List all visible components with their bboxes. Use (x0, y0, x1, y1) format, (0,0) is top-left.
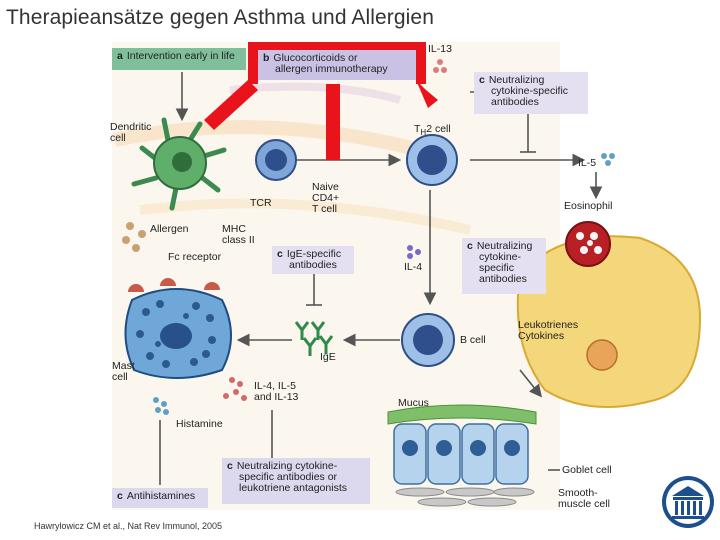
box-c-bottom-line1: Neutralizing cytokine- (236, 460, 338, 472)
label-leuko-line2: Cytokines (518, 330, 565, 342)
yellow-epithelial-cell (516, 235, 702, 409)
label-mucus: Mucus (398, 397, 429, 409)
slide-title: Therapieansätze gegen Asthma und Allergi… (6, 6, 434, 29)
label-leukotrienes-cytokines: Leukotrienes Cytokines (518, 320, 578, 342)
box-c-top-key: c (479, 74, 485, 86)
b-cell-nucleus (413, 325, 443, 355)
yellow-cell-nucleus (586, 339, 618, 371)
box-c-mid-line4: antibodies (479, 273, 527, 285)
box-c-top-line3: antibodies (491, 96, 539, 108)
label-th2-suffix: 2 cell (426, 123, 451, 135)
box-b-line2: allergen immunotherapy (275, 63, 388, 75)
label-th2-prefix: T (414, 123, 421, 135)
box-c-mid-key: c (467, 240, 473, 252)
smooth-muscle-cells (395, 487, 535, 507)
label-il-combo: IL-4, IL-5 and IL-13 (254, 381, 298, 403)
box-c-bottom-key: c (227, 460, 233, 472)
box-c-anti-key: c (117, 490, 123, 502)
box-b-line1: Glucocorticoids or (273, 52, 358, 64)
label-naive-line2: CD4+ (312, 192, 340, 204)
label-mhc-line1: MHC (222, 223, 246, 235)
box-c-top-line2: cytokine-specific (491, 85, 569, 97)
box-c-mid-line2: cytokine- (479, 251, 522, 263)
label-naive-line3: T cell (312, 203, 337, 215)
cytokine-dots (122, 59, 615, 415)
box-c-ige-line1: IgE-specific (286, 248, 342, 260)
label-mhc-line2: class II (222, 234, 255, 246)
ige-antibodies (294, 321, 334, 356)
mast-cell (124, 278, 232, 379)
th2-cell-nucleus (417, 145, 447, 175)
box-c-top-line1: Neutralizing (488, 74, 545, 86)
dendritic-cell (131, 117, 227, 211)
citation: Hawrylowicz CM et al., Nat Rev Immunol, … (34, 521, 223, 531)
label-smooth-line2: muscle cell (558, 498, 610, 510)
label-histamine: Histamine (176, 418, 223, 430)
label-leuko-line1: Leukotrienes (518, 319, 579, 331)
box-c-mid-line3: specific (479, 262, 515, 274)
box-a-key: a (117, 50, 123, 62)
box-c-bottom-line3: leukotriene antagonists (239, 482, 347, 494)
naive-t-cell-nucleus (265, 149, 287, 171)
label-dendritic-cell: Dendritic cell (110, 122, 151, 144)
label-tcr: TCR (250, 197, 272, 209)
label-il-combo-line2: and IL-13 (254, 391, 299, 403)
label-smooth-muscle: Smooth- muscle cell (558, 488, 610, 510)
label-dendritic-line1: Dendritic (110, 121, 152, 133)
goblet-cells (393, 423, 529, 485)
label-mhc-class-ii: MHC class II (222, 224, 255, 246)
label-th2-cell: TH2 cell (414, 124, 451, 138)
box-b-key: b (263, 52, 270, 64)
label-dendritic-line2: cell (110, 132, 126, 144)
label-fc-receptor: Fc receptor (168, 251, 222, 263)
box-c-ige-key: c (277, 248, 283, 260)
label-mast-line2: cell (112, 371, 128, 383)
box-c-bottom-line2: specific antibodies or (239, 471, 338, 483)
box-c-mid-line1: Neutralizing (476, 240, 533, 252)
eosinophil-granules (576, 232, 602, 254)
label-ige: IgE (320, 351, 336, 363)
mucus-layer (387, 404, 537, 425)
label-il-combo-line1: IL-4, IL-5 (254, 380, 297, 392)
label-il13: IL-13 (428, 43, 452, 55)
box-a-text: Intervention early in life (126, 50, 235, 62)
box-c-anti-text: Antihistamines (126, 490, 196, 502)
label-naive-t-cell: Naive CD4+ T cell (312, 182, 339, 215)
box-c-ige-line2: antibodies (289, 259, 337, 271)
label-il4: IL-4 (404, 261, 423, 273)
label-smooth-line1: Smooth- (558, 487, 598, 499)
pathway-arrows (159, 72, 603, 485)
label-goblet-cell: Goblet cell (562, 464, 612, 476)
label-naive-line1: Naive (312, 181, 339, 193)
red-highlight-overlay (204, 42, 438, 160)
university-logo-icon (662, 476, 714, 528)
label-allergen: Allergen (150, 223, 189, 235)
label-il5: IL-5 (578, 157, 597, 169)
label-b-cell: B cell (460, 334, 486, 346)
label-mast-cell: Mast cell (112, 361, 135, 383)
label-mast-line1: Mast (112, 360, 135, 372)
label-th2-sub: H (420, 128, 427, 138)
label-eosinophil: Eosinophil (564, 200, 613, 212)
